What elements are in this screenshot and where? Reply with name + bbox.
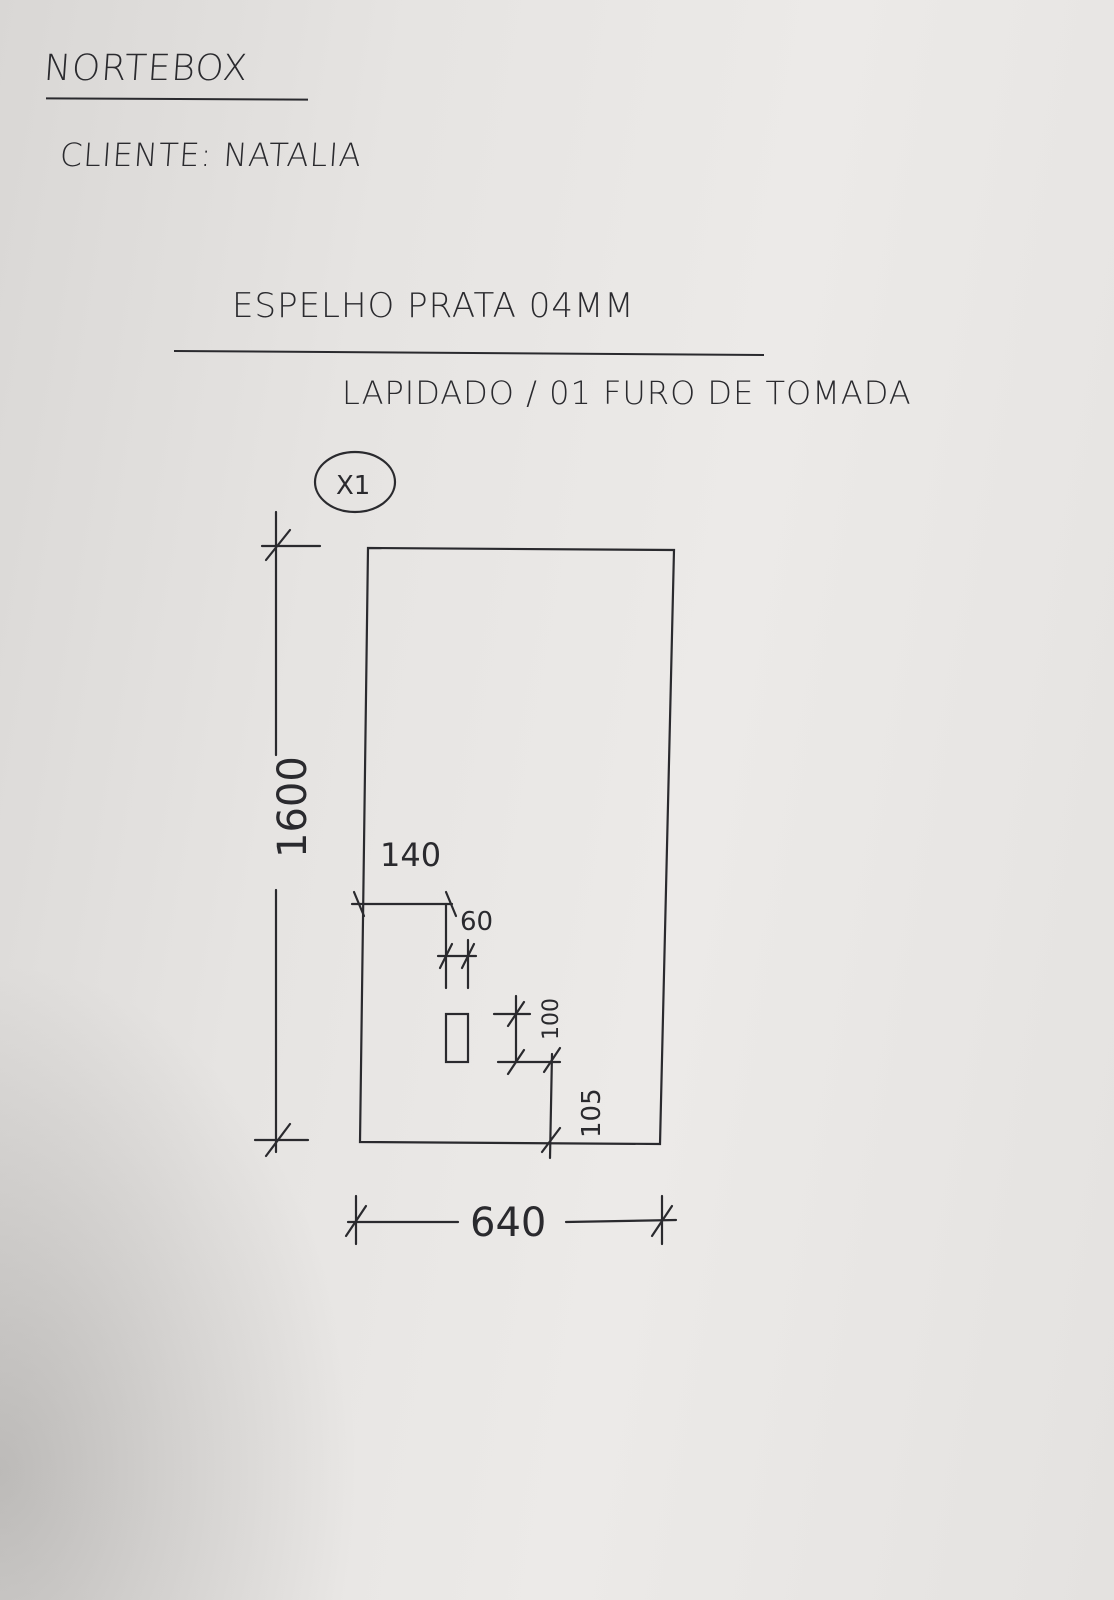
hole-left-tick-a — [352, 890, 366, 918]
width-tick-right-d — [650, 1204, 674, 1238]
height-tick-bottom-d — [264, 1122, 292, 1158]
height-label: 1600 — [270, 756, 316, 858]
hole-width-tick-a — [438, 942, 454, 970]
hole-height-tick-bottom-d — [506, 1048, 526, 1076]
height-tick-top-d — [264, 528, 292, 562]
mirror-outline — [358, 546, 676, 1146]
finish-spec: LAPIDADO / 01 FURO DE TOMADA — [342, 374, 912, 412]
hole-bottom-tick-top-d — [542, 1046, 562, 1074]
hole-from-bottom-label: 105 — [577, 1088, 607, 1138]
quantity-circle — [313, 450, 397, 514]
width-tick-left-d — [344, 1204, 368, 1238]
quantity-label: X1 — [336, 471, 370, 501]
outlet-hole — [444, 1012, 470, 1064]
width-dimension-line-right — [564, 1218, 678, 1224]
hole-width-tick-b — [460, 942, 476, 970]
hole-bottom-tick-bottom-d — [540, 1126, 562, 1154]
material-spec: ESPELHO PRATA 04MM — [232, 286, 635, 326]
hole-left-tick-b — [444, 890, 458, 918]
width-label: 640 — [470, 1200, 546, 1246]
hole-height-label: 100 — [539, 998, 564, 1040]
hole-height-tick-top-d — [506, 1000, 526, 1028]
hole-from-left-label: 140 — [380, 836, 441, 874]
hole-width-label: 60 — [460, 907, 493, 937]
